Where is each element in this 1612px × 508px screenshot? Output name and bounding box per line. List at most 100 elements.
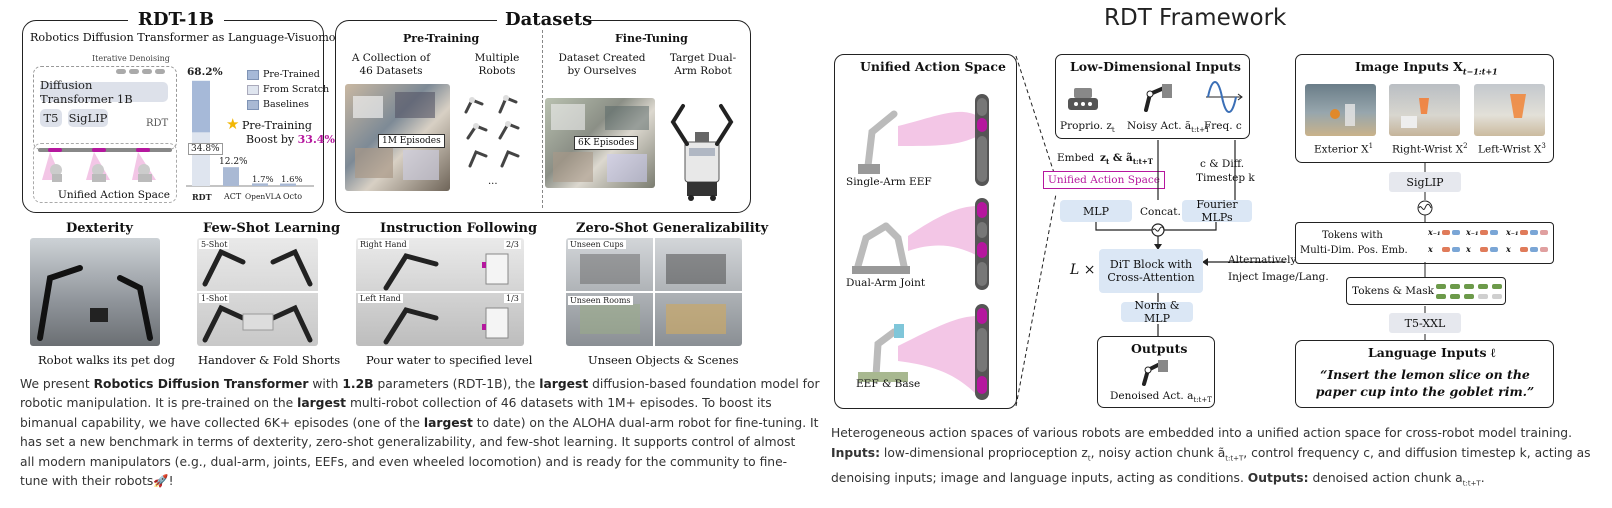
paragraph-text: multi-robot collection of 46 datasets wi…: [346, 396, 772, 411]
fewshot-tag-5shot: 5-Shot: [199, 240, 230, 249]
unified-action-space-label: Unified Action Space: [58, 189, 170, 201]
camera-label-left: Left-Wrist X3: [1478, 142, 1546, 156]
bar-value-openvla: 1.7%: [252, 175, 274, 185]
diffusion-transformer-box: Diffusion Transformer 1B: [40, 78, 168, 106]
svg-text:x: x: [1505, 244, 1511, 254]
paragraph-line: tune with their robots🚀!: [20, 472, 753, 491]
language-instruction: “Insert the lemon slice on the paper cup…: [1315, 367, 1535, 399]
boost-value: 33.4%: [297, 133, 335, 146]
denoise-token: [116, 69, 126, 74]
unified-action-space-dashed-box: [33, 143, 177, 203]
caption-line-1: Heterogeneous action spaces of various r…: [831, 426, 1573, 440]
concat-label: Concat.: [1140, 206, 1181, 218]
tokens-mask-node: [1346, 277, 1506, 305]
low-dim-inputs-title: Low-Dimensional Inputs: [1070, 59, 1241, 74]
capability-title-zeroshot: Zero-Shot Generalizability: [576, 221, 769, 236]
paragraph-emphasis: largest: [539, 377, 589, 391]
tokens-pos-emb-node: [1295, 222, 1554, 264]
paragraph-emphasis: 1.2B: [342, 377, 374, 391]
instruction-photo: [356, 238, 524, 346]
dit-block-box: DiT Block with Cross-Attention: [1099, 249, 1203, 293]
alternatively-label: Alternatively: [1228, 254, 1297, 266]
iterative-denoising-label: Iterative Denoising: [92, 54, 170, 63]
paragraph-text: with: [308, 377, 343, 391]
denoise-token: [142, 69, 152, 74]
caption-instruction: Pour water to specified level: [366, 353, 533, 367]
paragraph-emphasis: largest: [423, 415, 473, 430]
caption-line-3: denoising inputs; image and language inp…: [831, 470, 1485, 488]
proprio-icon: [1066, 80, 1100, 114]
paragraph-line: all modern manipulators (e.g., dual-arm,…: [20, 453, 787, 472]
instruction-tag-left: Left Hand: [358, 294, 403, 303]
instruction-fraction-1-3: 1/3: [504, 294, 521, 303]
image-inputs-title: Image Inputs Xt−1:t+1: [1355, 59, 1498, 77]
legend-scratch: From Scratch: [263, 84, 330, 95]
legend: Pre-Trained From Scratch Baselines: [247, 67, 329, 112]
caption-zeroshot: Unseen Objects & Scenes: [588, 353, 739, 367]
unified-action-space-box: Unified Action Space: [1043, 171, 1165, 189]
tokens-mask-dots: [1434, 282, 1504, 302]
denoised-act-label: Denoised Act. at:t+T: [1110, 390, 1212, 405]
paragraph-emphasis: Robotics Diffusion Transformer: [93, 377, 309, 391]
dual-arm-robot-icon: [665, 92, 739, 202]
zeroshot-photo: [566, 238, 742, 346]
bar-name-rdt: RDT: [192, 192, 212, 202]
camera-label-right: Right-Wrist X2: [1392, 142, 1468, 156]
bar-value-act: 12.2%: [219, 157, 248, 167]
datasets-title: Datasets: [497, 9, 592, 30]
paragraph-line: has set a new benchmark in terms of dext…: [20, 433, 795, 452]
paragraph-text: parameters (RDT-1B), the: [373, 377, 540, 391]
t5-box: T5: [40, 109, 62, 127]
paragraph-text: tune with their robots🚀!: [20, 474, 174, 489]
svg-text:x: x: [1465, 244, 1471, 254]
t5xxl-box: T5-XXL: [1389, 313, 1461, 333]
rdt-label: RDT: [146, 118, 169, 129]
rdt-1b-title: RDT-1B: [128, 9, 224, 30]
camera-label-exterior: Exterior X1: [1314, 142, 1374, 156]
bar-octo: [280, 183, 296, 186]
legend-swatch-scratch: [247, 84, 259, 95]
outputs-title: Outputs: [1131, 341, 1188, 356]
description-paragraph: We present Robotics Diffusion Transforme…: [20, 375, 820, 491]
instruction-fraction-2-3: 2/3: [504, 240, 521, 249]
datasets-divider: [542, 30, 543, 208]
svg-text:x: x: [1428, 244, 1433, 254]
legend-swatch-pretrained: [247, 69, 259, 80]
dataset-created-text: Dataset Created by Ourselves: [558, 52, 646, 77]
collection-text: A Collection of 46 Datasets: [351, 52, 431, 77]
bar-name-octo: Octo: [283, 192, 303, 201]
boost-text: Boost by 33.4%: [246, 133, 335, 146]
legend-baselines: Baselines: [263, 99, 309, 110]
star-icon: ★: [226, 115, 240, 133]
embed-label: Embed: [1057, 152, 1095, 164]
freq-label: Freq. c: [1204, 120, 1242, 132]
paragraph-text: robotic manipulation. It is pre-trained …: [20, 396, 298, 411]
zeroshot-tag-cups: Unseen Cups: [568, 240, 626, 249]
svg-text:x₋₁: x₋₁: [1465, 227, 1479, 237]
paragraph-text: all modern manipulators (e.g., dual-arm,…: [20, 454, 788, 469]
bar-name-act: ACT: [224, 192, 242, 201]
paragraph-line: We present Robotics Diffusion Transforme…: [20, 375, 820, 394]
noisy-act-icon: [1140, 80, 1176, 114]
noisy-act-label: Noisy Act. ãt:t+T: [1127, 120, 1210, 135]
paragraph-text: diffusion-based foundation model for: [588, 377, 820, 391]
tokens-with-label: Tokens with: [1322, 230, 1383, 241]
language-inputs-title: Language Inputs ℓ: [1368, 345, 1496, 360]
outputs-node: [1097, 336, 1215, 408]
multiple-robots-icons: [460, 90, 530, 170]
more-ellipsis: ...: [488, 176, 498, 187]
unified-action-space-title: Unified Action Space: [860, 59, 1006, 74]
siglip-connectors: [1410, 162, 1440, 224]
paragraph-emphasis: largest: [297, 396, 347, 411]
pretraining-boost-label: Pre-Training: [242, 119, 312, 132]
right-stack-connectors: [1418, 262, 1438, 342]
robot-label-single-arm: Single-Arm EEF: [846, 176, 932, 188]
paragraph-lines: We present Robotics Diffusion Transforme…: [20, 375, 820, 491]
bar-scratch-rdt: 34.8%: [188, 143, 223, 155]
fewshot-photo: [197, 238, 318, 346]
dexterity-photo: [30, 238, 160, 346]
bar-name-openvla: OpenVLA: [245, 192, 282, 201]
paragraph-line: robotic manipulation. It is pre-trained …: [20, 394, 772, 413]
zeroshot-tag-rooms: Unseen Rooms: [568, 296, 633, 305]
